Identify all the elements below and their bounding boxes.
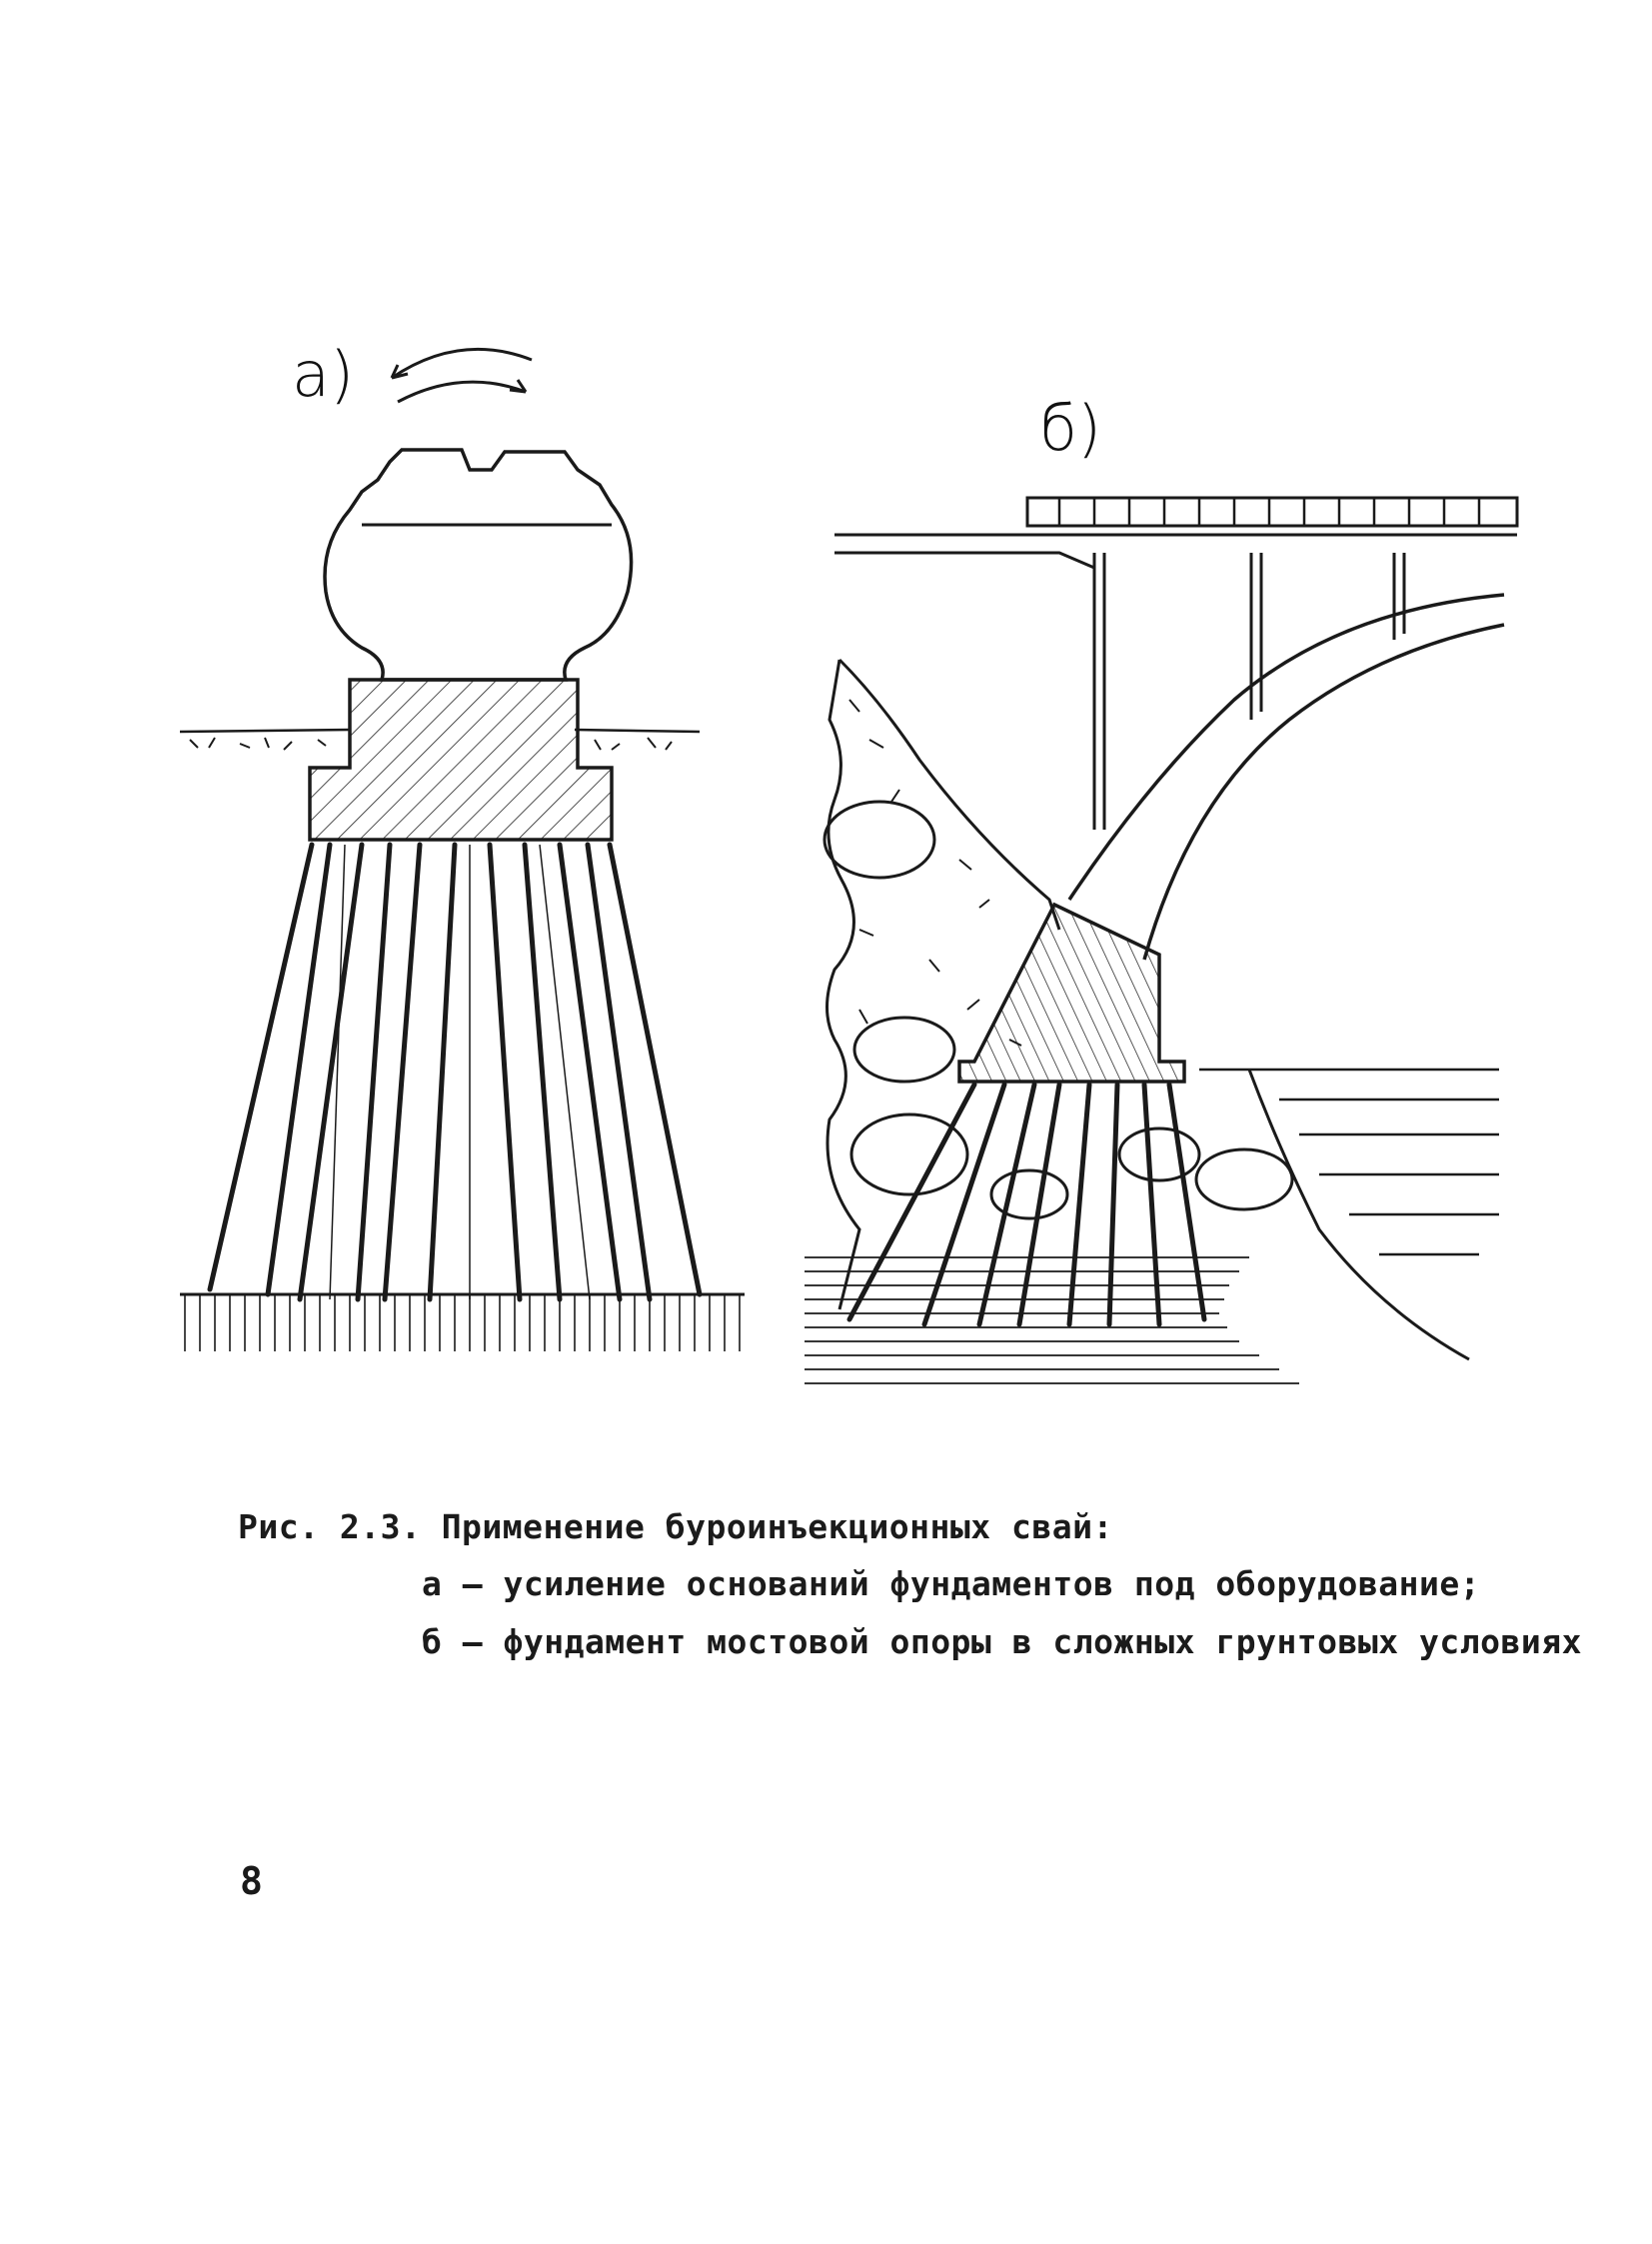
- boulder: [823, 800, 936, 880]
- bridge-arch: [1067, 593, 1505, 901]
- figure-a-drawing: [179, 347, 745, 1351]
- bridge-deck: [1025, 496, 1519, 528]
- figure-number: Рис. 2.3.: [238, 1507, 422, 1546]
- page-number: 8: [240, 1859, 263, 1903]
- equipment-vessel: [323, 448, 634, 682]
- figure-b-drawing: [805, 496, 1519, 1384]
- pile-application-figure: [179, 347, 1519, 1384]
- rotation-arrow-upper: [391, 347, 533, 380]
- caption-title-text: Применение буроинъекционных свай:: [441, 1507, 1113, 1546]
- figure-caption-title: Рис. 2.3. Применение буроинъекционных св…: [238, 1507, 1113, 1546]
- pile-cap: [957, 902, 1186, 1084]
- ground-surface: [179, 728, 701, 734]
- inclined-piles: [846, 1082, 1207, 1327]
- figure-b-label: б): [1039, 392, 1102, 465]
- foundation-block: [308, 678, 614, 842]
- bridge-columns: [1092, 553, 1406, 830]
- water-surface: [1199, 1068, 1499, 1256]
- drilled-piles: [207, 842, 703, 1302]
- caption-item-b: б – фундамент мостовой опоры в сложных г…: [422, 1622, 1582, 1661]
- caption-item-a: а – усиление оснований фундаментов под о…: [422, 1564, 1481, 1603]
- rocky-slope: [826, 658, 1061, 1310]
- soft-soil-layers: [805, 1256, 1299, 1384]
- figure-a-label: а): [292, 338, 355, 411]
- rotation-arrow-lower: [397, 380, 527, 404]
